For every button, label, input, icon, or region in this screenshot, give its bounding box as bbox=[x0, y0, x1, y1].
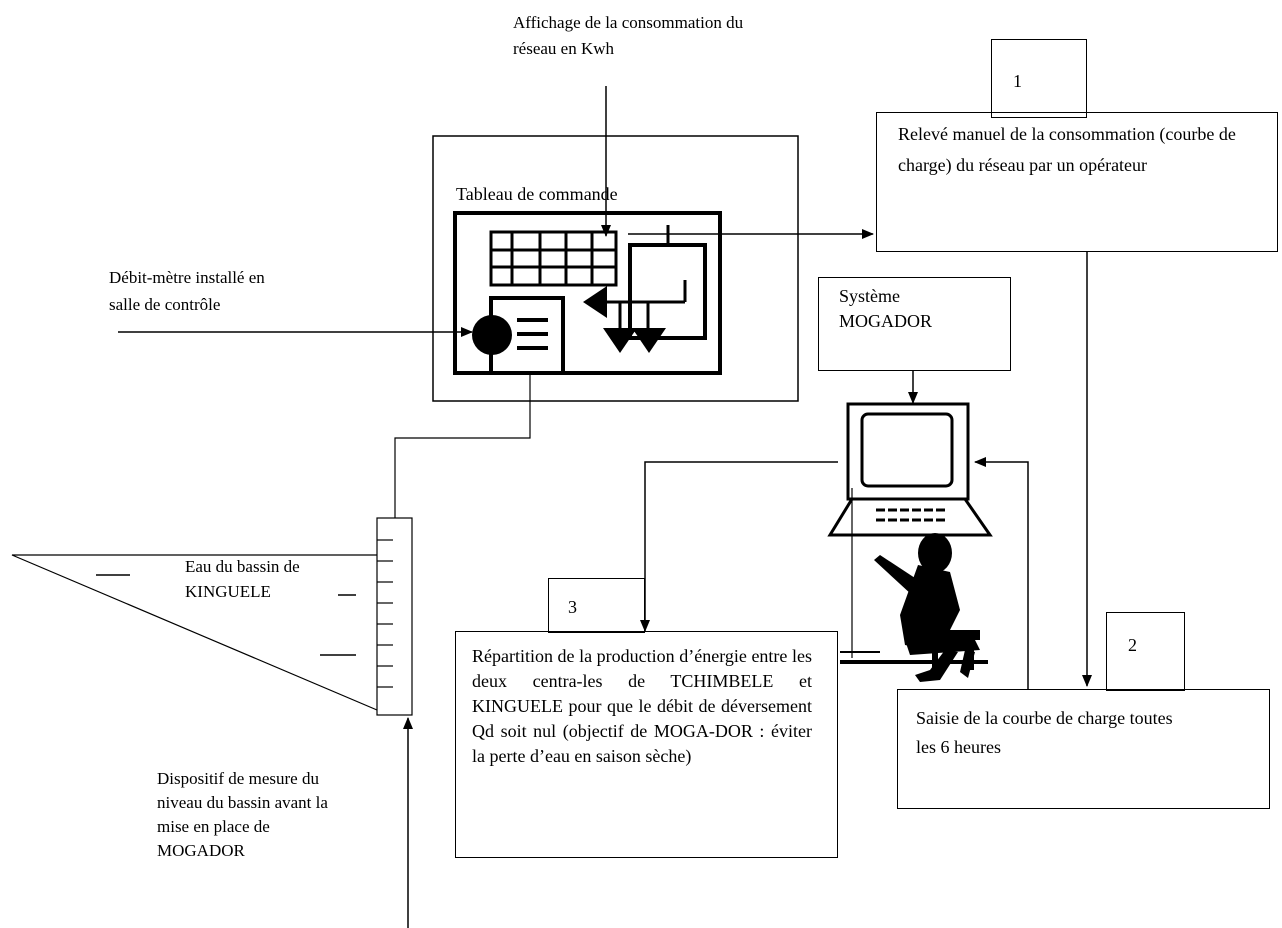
basin-triangle bbox=[11, 554, 378, 711]
computer-icon bbox=[827, 402, 993, 537]
repartition-box: Répartition de la production d’énergie e… bbox=[455, 631, 838, 858]
dispositif-label-line2: niveau du bassin avant la bbox=[157, 793, 328, 812]
eau-label: Eau du bassin de bbox=[185, 557, 300, 576]
affichage-label: Affichage de la consommation du bbox=[513, 13, 744, 32]
repartition-text: Répartition de la production d’énergie e… bbox=[472, 646, 812, 766]
saisie-box: Saisie de la courbe de charge toutes les… bbox=[897, 689, 1270, 809]
level-gauge bbox=[376, 517, 413, 716]
tableau-label: Tableau de commande bbox=[456, 184, 618, 204]
dispositif-label-line4: MOGADOR bbox=[157, 841, 245, 860]
systeme-mogador-box: Système MOGADOR bbox=[818, 277, 1011, 371]
panel-to-gauge-line bbox=[394, 373, 531, 518]
systeme-label-line2: MOGADOR bbox=[839, 311, 933, 331]
step-3-box: 3 bbox=[548, 578, 645, 633]
debitmetre-label-line2: salle de contrôle bbox=[109, 295, 221, 314]
debitmetre-label: Débit-mètre installé en bbox=[109, 268, 265, 287]
step-3-number: 3 bbox=[568, 597, 577, 617]
saisie-text: Saisie de la courbe de charge toutes les… bbox=[916, 708, 1173, 757]
computer-to-repartition-arrow bbox=[640, 461, 838, 632]
systeme-label: Système bbox=[839, 286, 900, 306]
control-panel-shapes bbox=[472, 286, 666, 355]
step-2-number: 2 bbox=[1128, 635, 1137, 655]
affichage-label-line2: réseau en Kwh bbox=[513, 39, 615, 58]
eau-label-line2: KINGUELE bbox=[185, 582, 271, 601]
operator-icon bbox=[874, 533, 980, 682]
step-1-box: 1 bbox=[991, 39, 1087, 118]
step-1-number: 1 bbox=[1013, 71, 1022, 91]
releve-text: Relevé manuel de la consommation (courbe… bbox=[898, 124, 1236, 175]
tableau-frame bbox=[432, 135, 799, 402]
saisie-to-computer-arrow bbox=[974, 457, 1029, 689]
step-2-box: 2 bbox=[1106, 612, 1185, 691]
releve-box: Relevé manuel de la consommation (courbe… bbox=[876, 112, 1278, 252]
dispositif-label-line3: mise en place de bbox=[157, 817, 270, 836]
dispositif-label-line1: Dispositif de mesure du bbox=[157, 769, 319, 788]
